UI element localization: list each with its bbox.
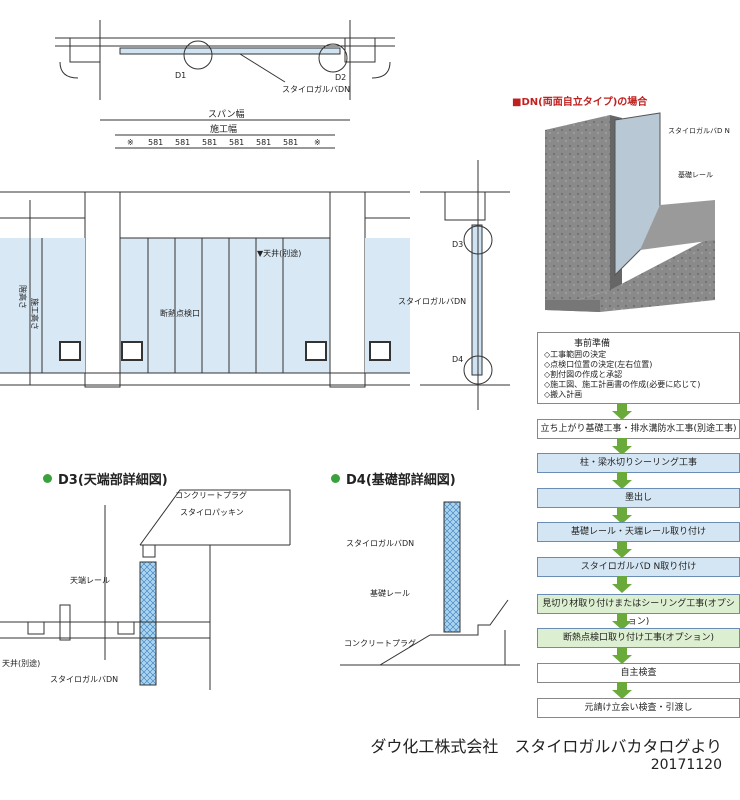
- d4-title: D4(基礎部詳細図): [346, 472, 456, 488]
- credit-source: ダウ化工株式会社 スタイロガルバカタログより: [370, 737, 722, 756]
- flow-step: 基礎レール・天端レール取り付け: [537, 522, 740, 542]
- d3-title: D3(天端部詳細図): [58, 472, 168, 488]
- work-width-label: 施工幅: [210, 123, 237, 135]
- flow-step: 見切り材取り付けまたはシーリング工事(オプション): [537, 594, 740, 627]
- d3-plug-label: コンクリートプラグ: [175, 490, 247, 500]
- flow-step: スタイロガルバD N取り付け: [537, 557, 740, 577]
- dn-3d-illustration: [545, 112, 715, 312]
- section-view: [420, 160, 510, 410]
- d3-packing-label: スタイロパッキン: [180, 508, 244, 517]
- dim-0: ※: [127, 138, 134, 147]
- prep-item: ◇割付図の作成と承認: [544, 370, 623, 379]
- credit-date: 20171120: [650, 757, 722, 773]
- prep-item: ◇工事範囲の決定: [544, 350, 607, 359]
- d3-marker: D3: [452, 240, 463, 249]
- prep-item: ◇点検口位置の決定(左右位置): [544, 360, 653, 369]
- dim-5: 581: [256, 138, 271, 147]
- d4-detail: [340, 501, 520, 666]
- flow-step: 墨出し: [537, 488, 740, 508]
- dim-6: 581: [283, 138, 298, 147]
- d3-ceiling-label: 天井(別途): [2, 658, 40, 668]
- section-panel-label: スタイロガルバDN: [398, 296, 466, 306]
- d4-plug-label: コンクリートプラグ: [344, 638, 416, 648]
- prep-title: 事前準備: [574, 339, 611, 349]
- dim-1: 581: [148, 138, 163, 147]
- top-plan-panel-label: スタイロガルバDN: [282, 84, 350, 94]
- d1-label: D1: [175, 71, 186, 80]
- d3-detail: [0, 489, 291, 690]
- flow-step: 立ち上がり基礎工事・排水溝防水工事(別途工事): [537, 419, 740, 439]
- flow-step: 断熱点検口取り付け工事(オプション): [537, 628, 740, 648]
- span-label: スパン幅: [208, 108, 244, 120]
- d4-bullet-icon: [331, 474, 340, 483]
- dn-title: ■DN(両面自立タイプ)の場合: [512, 95, 648, 108]
- dim-4: 581: [229, 138, 244, 147]
- d4-rail-label: 基礎レール: [370, 588, 410, 598]
- flow-step: 柱・梁水切りシーリング工事: [537, 453, 740, 473]
- d4-marker: D4: [452, 355, 463, 364]
- dn-panel-label: スタイロガルバD N: [668, 126, 730, 135]
- flow-step: 自主検査: [537, 663, 740, 683]
- dim-2: 581: [175, 138, 190, 147]
- ceiling-label: ▼天井(別途): [257, 248, 301, 258]
- dim-3: 581: [202, 138, 217, 147]
- d4-panel-label: スタイロガルバDN: [346, 538, 414, 548]
- prep-item: ◇搬入計画: [544, 390, 583, 399]
- flow-step: 元請け立会い検査・引渡し: [537, 698, 740, 718]
- top-plan-view: [55, 20, 395, 100]
- d3-panel-label: スタイロガルバDN: [50, 674, 118, 684]
- prep-box: 事前準備 ◇工事範囲の決定 ◇点検口位置の決定(左右位置) ◇割付図の作成と承認…: [537, 332, 740, 404]
- d3-bullet-icon: [43, 474, 52, 483]
- dim-7: ※: [314, 138, 321, 147]
- dimension-labels: ※ 581 581 581 581 581 581 ※: [127, 138, 321, 147]
- dn-rail-label: 基礎レール: [678, 170, 713, 179]
- elevation-view: [0, 119, 410, 388]
- d3-top-rail-label: 天端レール: [70, 575, 110, 585]
- height-label: 階高さ: [18, 285, 28, 309]
- prep-item: ◇施工図、施工計画書の作成(必要に応じて): [544, 380, 701, 389]
- work-height-label: 施工高さ: [30, 298, 40, 330]
- inspection-label: 断熱点検口: [160, 308, 200, 318]
- d2-label: D2: [335, 73, 346, 82]
